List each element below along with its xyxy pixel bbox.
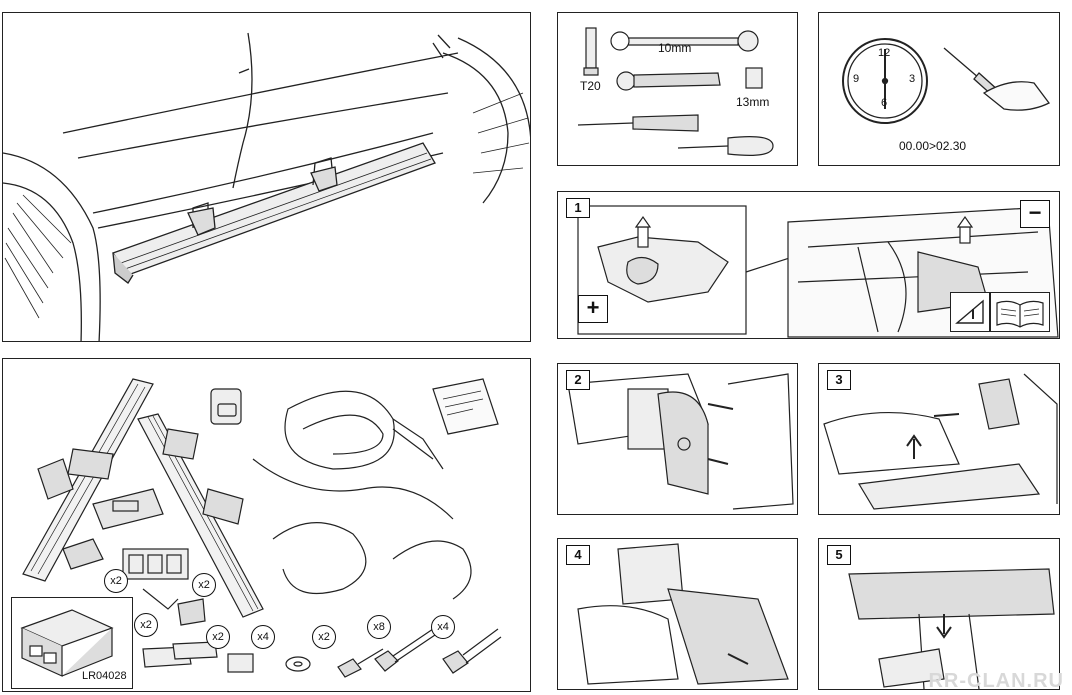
lower-trim-removal-drawing bbox=[577, 543, 789, 685]
tools-drawing bbox=[577, 27, 774, 156]
kit-contents-panel: LR04028 x2 x2 x2 x2 x4 x2 x8 x4 bbox=[2, 358, 531, 692]
control-unit-drawing bbox=[20, 609, 114, 677]
step-5-panel: 5 bbox=[818, 538, 1060, 690]
wrench-size-label: 10mm bbox=[658, 41, 692, 55]
qty-pads: x2 bbox=[134, 613, 158, 637]
step-1-panel: 1 + − bbox=[557, 191, 1060, 339]
kit-parts-drawing bbox=[22, 378, 502, 678]
positive-terminal-sign: + bbox=[578, 295, 608, 323]
qty-screws: x2 bbox=[312, 625, 336, 649]
qty-bolts-large: x4 bbox=[431, 615, 455, 639]
step-number-badge: 2 bbox=[566, 370, 590, 390]
step-3-panel: 3 bbox=[818, 363, 1060, 515]
clock-nine: 9 bbox=[853, 73, 860, 85]
step-number-badge: 4 bbox=[566, 545, 590, 565]
qty-washers: x4 bbox=[251, 625, 275, 649]
qty-clips: x2 bbox=[192, 573, 216, 597]
qty-bolts-small: x8 bbox=[367, 615, 391, 639]
underside-panel-removal-drawing bbox=[848, 568, 1055, 689]
warning-icon bbox=[950, 292, 990, 332]
bit-size-label: T20 bbox=[580, 79, 601, 93]
step-number-badge: 3 bbox=[827, 370, 851, 390]
figure-reference: LR04028 bbox=[82, 670, 127, 682]
sill-trim-removal-drawing bbox=[823, 373, 1058, 510]
tools-panel: 10mm T20 13mm bbox=[557, 12, 798, 166]
vehicle-illustration-panel bbox=[2, 12, 531, 342]
socket-size-label: 13mm bbox=[736, 95, 770, 109]
time-panel: 12 3 6 9 00.00>02.30 bbox=[818, 12, 1060, 166]
duration-label: 00.00>02.30 bbox=[899, 139, 967, 153]
negative-terminal-sign: − bbox=[1020, 200, 1050, 228]
vehicle-side-step-drawing bbox=[3, 32, 530, 341]
qty-brackets: x2 bbox=[104, 569, 128, 593]
step-number-badge: 5 bbox=[827, 545, 851, 565]
control-unit-inset: LR04028 bbox=[11, 597, 133, 689]
clock-twelve: 12 bbox=[878, 47, 891, 59]
dash-trim-removal-drawing bbox=[567, 373, 794, 510]
qty-strips: x2 bbox=[206, 625, 230, 649]
watermark-text: RR-CLAN.RU bbox=[928, 670, 1064, 692]
step-number-badge: 1 bbox=[566, 198, 590, 218]
clock-six: 6 bbox=[881, 97, 888, 109]
manual-book-icon bbox=[990, 292, 1050, 332]
step-4-panel: 4 bbox=[557, 538, 798, 690]
step-2-panel: 2 bbox=[557, 363, 798, 515]
clock-drawing bbox=[842, 38, 1050, 124]
clock-three: 3 bbox=[909, 73, 916, 85]
